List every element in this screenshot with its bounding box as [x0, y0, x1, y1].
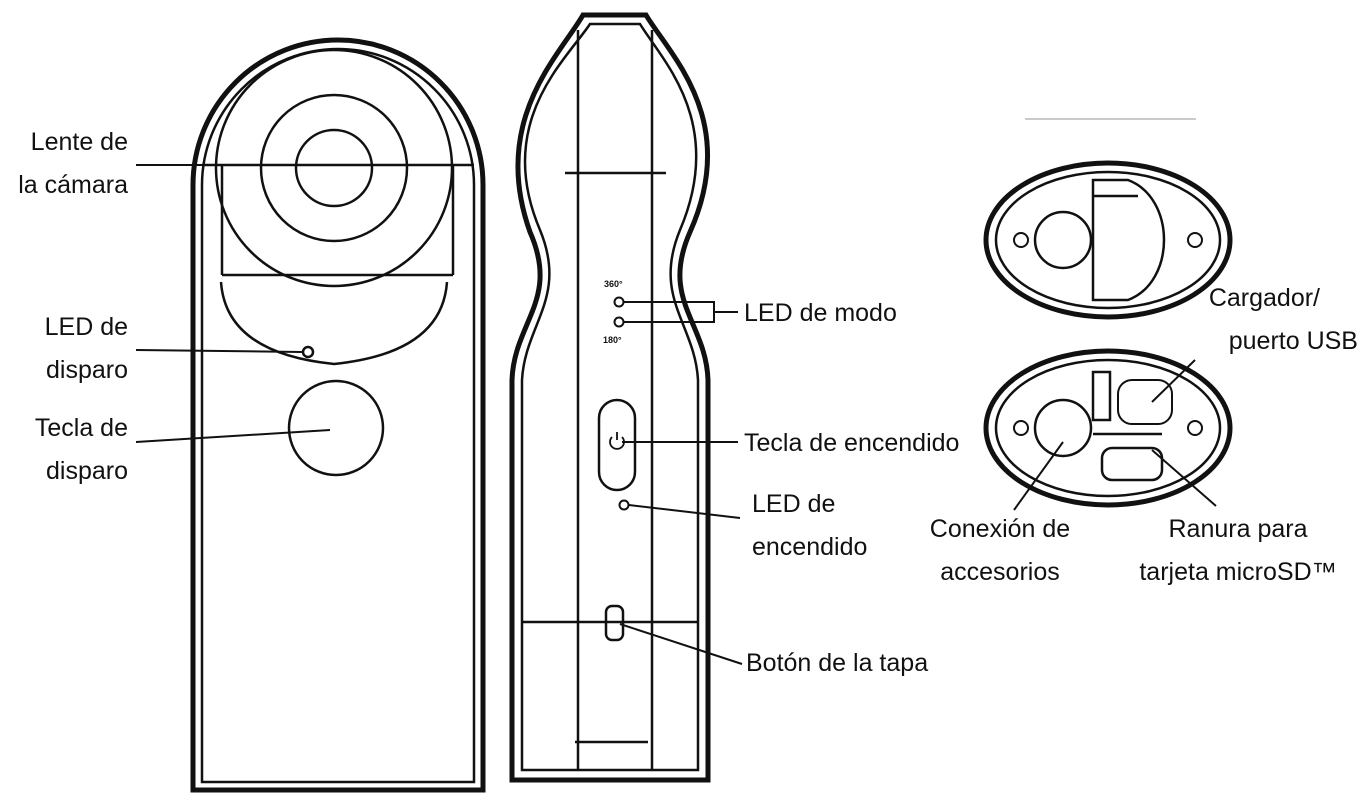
- front-view: [190, 37, 486, 793]
- microsd-label-line-2: tarjeta microSD™: [1139, 558, 1336, 586]
- screw-left-icon: [1013, 420, 1029, 436]
- labels: Lente de la cámara LED de disparo Tecla …: [18, 128, 1358, 677]
- cover-button-label: Botón de la tapa: [746, 649, 928, 677]
- power-led-label-line-1: LED de: [752, 490, 835, 518]
- callout-lines: [135, 164, 1217, 665]
- closed-connector-ring: [1033, 210, 1093, 270]
- microsd-callout-line: [1151, 449, 1217, 507]
- shutter-led-label-line-1: LED de: [45, 313, 128, 341]
- mode-led-180: [613, 316, 625, 328]
- lens-label-line-1: Lente de: [31, 128, 128, 156]
- shutter-key-label-line-1: Tecla de: [35, 414, 128, 442]
- charger-recess: [1117, 379, 1173, 425]
- bottom-view-closed: [983, 160, 1233, 320]
- screw-right-icon: [1187, 420, 1203, 436]
- charger-label-line-1: Cargador/: [1209, 284, 1320, 312]
- closed-cover-flap: [1091, 178, 1166, 302]
- side-view: 360° 180°: [509, 12, 711, 783]
- mode-led-label: LED de modo: [744, 299, 897, 327]
- power-led-callout-line: [628, 504, 741, 519]
- closed-base-inner: [994, 170, 1222, 310]
- front-body-inner-outline: [200, 47, 476, 784]
- side-body-inner-outline: [520, 22, 700, 772]
- accessory-label-line-2: accesorios: [940, 558, 1060, 586]
- front-face-curve: [219, 281, 449, 366]
- accessory-connection: [1033, 398, 1093, 458]
- bottom-view-open: [983, 348, 1233, 508]
- shutter-led-callout-line: [135, 349, 303, 353]
- shutter-key: [287, 379, 385, 477]
- power-key-label: Tecla de encendido: [744, 429, 959, 457]
- mode-mark-360: 360°: [604, 279, 623, 289]
- power-led-label-line-2: encendido: [752, 533, 867, 561]
- open-base-inner: [994, 358, 1222, 498]
- mode-led-360: [613, 296, 625, 308]
- cover-button-callout-line: [619, 623, 743, 665]
- screw-left-icon: [1013, 232, 1029, 248]
- microsd-slot: [1100, 446, 1164, 482]
- power-led: [618, 499, 630, 511]
- cover-button: [604, 604, 625, 642]
- mode-led-bracket: [624, 301, 715, 323]
- shutter-led: [301, 345, 315, 359]
- open-base-outline: [983, 348, 1233, 508]
- accessory-label-line-1: Conexión de: [930, 515, 1070, 543]
- shutter-led-label-line-2: disparo: [46, 356, 128, 384]
- lens-outer-ring: [214, 48, 454, 288]
- accessory-callout-line: [1013, 441, 1064, 511]
- lens-label-line-2: la cámara: [18, 171, 128, 199]
- charger-callout-line: [1151, 359, 1196, 403]
- side-body-outline: [509, 12, 711, 783]
- camera-lens: [294, 128, 374, 208]
- lens-middle-ring: [259, 93, 409, 243]
- screw-right-icon: [1187, 232, 1203, 248]
- closed-base-outline: [983, 160, 1233, 320]
- usb-port: [1091, 370, 1112, 422]
- mode-mark-180: 180°: [603, 335, 622, 345]
- shutter-key-label-line-2: disparo: [46, 457, 128, 485]
- front-body-outline: [190, 37, 486, 793]
- shutter-key-callout-line: [135, 429, 331, 443]
- power-key: [597, 398, 637, 492]
- microsd-label-line-1: Ranura para: [1169, 515, 1308, 543]
- charger-label-line-2: puerto USB: [1229, 327, 1358, 355]
- power-symbol-icon: [609, 432, 625, 450]
